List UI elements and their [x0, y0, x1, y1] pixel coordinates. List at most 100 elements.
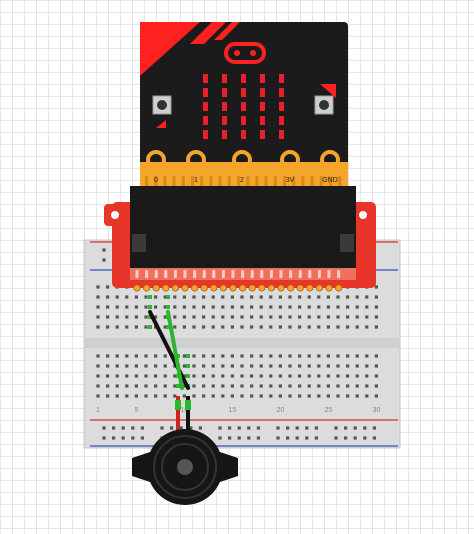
rail-hole[interactable]	[247, 436, 251, 440]
breadboard-hole[interactable]	[240, 315, 244, 319]
rail-hole[interactable]	[372, 436, 376, 440]
breadboard-hole[interactable]	[221, 374, 225, 378]
breadboard-hole[interactable]	[346, 374, 350, 378]
breadboard-hole[interactable]	[96, 315, 100, 319]
breadboard-hole[interactable]	[336, 305, 340, 309]
breadboard-hole[interactable]	[355, 305, 359, 309]
breadboard-hole[interactable]	[355, 384, 359, 388]
breadboard-hole[interactable]	[144, 394, 148, 398]
rail-hole[interactable]	[353, 426, 357, 430]
rail-hole[interactable]	[372, 426, 376, 430]
rail-hole[interactable]	[189, 426, 193, 430]
breadboard-hole[interactable]	[202, 295, 206, 299]
breadboard-hole[interactable]	[365, 315, 369, 319]
breakout-pin[interactable]	[239, 284, 247, 292]
rail-hole[interactable]	[305, 426, 309, 430]
breadboard-hole[interactable]	[211, 394, 215, 398]
breadboard-hole[interactable]	[144, 374, 148, 378]
breakout-pin[interactable]	[191, 284, 199, 292]
breadboard-hole[interactable]	[365, 364, 369, 368]
breadboard-hole[interactable]	[374, 315, 378, 319]
rail-hole[interactable]	[363, 426, 367, 430]
breadboard-hole[interactable]	[144, 325, 148, 329]
breadboard-hole[interactable]	[182, 394, 186, 398]
breadboard-hole[interactable]	[250, 354, 254, 358]
breadboard-hole[interactable]	[278, 315, 282, 319]
rail-hole[interactable]	[334, 436, 338, 440]
breadboard-hole[interactable]	[346, 384, 350, 388]
rail-hole[interactable]	[179, 426, 183, 430]
breadboard-hole[interactable]	[326, 364, 330, 368]
breadboard-hole[interactable]	[96, 305, 100, 309]
breadboard-hole[interactable]	[134, 384, 138, 388]
breadboard-hole[interactable]	[163, 374, 167, 378]
breadboard-hole[interactable]	[326, 325, 330, 329]
breadboard-hole[interactable]	[250, 384, 254, 388]
breadboard-hole[interactable]	[240, 364, 244, 368]
breadboard-hole[interactable]	[326, 305, 330, 309]
breadboard-hole[interactable]	[106, 364, 110, 368]
rail-hole[interactable]	[237, 436, 241, 440]
breakout-pin[interactable]	[219, 284, 227, 292]
rail-hole[interactable]	[353, 436, 357, 440]
breadboard-hole[interactable]	[211, 374, 215, 378]
breadboard-hole[interactable]	[317, 325, 321, 329]
breadboard-hole[interactable]	[192, 295, 196, 299]
breadboard-hole[interactable]	[192, 374, 196, 378]
rail-hole[interactable]	[140, 436, 144, 440]
breakout-pin[interactable]	[325, 284, 333, 292]
breadboard-hole[interactable]	[288, 394, 292, 398]
breadboard-hole[interactable]	[374, 285, 378, 289]
rail-hole[interactable]	[237, 426, 241, 430]
rail-hole[interactable]	[160, 426, 164, 430]
breadboard-hole[interactable]	[374, 354, 378, 358]
breakout-pin[interactable]	[277, 284, 285, 292]
breadboard-hole[interactable]	[317, 384, 321, 388]
breadboard-hole[interactable]	[134, 354, 138, 358]
breadboard-hole[interactable]	[298, 354, 302, 358]
breakout-pin[interactable]	[334, 284, 343, 292]
breadboard-hole[interactable]	[134, 364, 138, 368]
breadboard-hole[interactable]	[288, 364, 292, 368]
breadboard-hole[interactable]	[154, 384, 158, 388]
breakout-pin[interactable]	[296, 284, 304, 292]
breadboard-hole[interactable]	[326, 394, 330, 398]
breadboard-hole[interactable]	[96, 325, 100, 329]
breadboard-hole[interactable]	[221, 384, 225, 388]
rail-hole[interactable]	[102, 436, 106, 440]
green-wire[interactable]	[166, 310, 184, 390]
breadboard-hole[interactable]	[202, 374, 206, 378]
breadboard-hole[interactable]	[134, 305, 138, 309]
rail-hole[interactable]	[344, 426, 348, 430]
breadboard-hole[interactable]	[230, 305, 234, 309]
breadboard-hole[interactable]	[125, 295, 129, 299]
breadboard-hole[interactable]	[211, 315, 215, 319]
breadboard-hole[interactable]	[125, 354, 129, 358]
breakout-pin[interactable]	[210, 284, 218, 292]
breadboard-hole[interactable]	[173, 374, 177, 378]
breadboard-hole[interactable]	[192, 315, 196, 319]
rail-hole[interactable]	[102, 426, 106, 430]
breadboard-hole[interactable]	[269, 354, 273, 358]
rail-hole[interactable]	[102, 248, 106, 252]
breadboard-hole[interactable]	[182, 325, 186, 329]
breadboard-hole[interactable]	[374, 384, 378, 388]
breadboard-hole[interactable]	[346, 394, 350, 398]
breadboard-hole[interactable]	[336, 384, 340, 388]
breadboard-hole[interactable]	[355, 354, 359, 358]
breadboard-hole[interactable]	[192, 394, 196, 398]
breadboard-hole[interactable]	[106, 374, 110, 378]
rail-hole[interactable]	[344, 436, 348, 440]
breadboard-hole[interactable]	[230, 295, 234, 299]
breadboard-hole[interactable]	[355, 295, 359, 299]
breadboard-hole[interactable]	[106, 285, 110, 289]
rail-hole[interactable]	[112, 426, 116, 430]
rail-hole[interactable]	[256, 436, 260, 440]
breakout-pin[interactable]	[181, 284, 189, 292]
breadboard-hole[interactable]	[221, 325, 225, 329]
breadboard-hole[interactable]	[125, 325, 129, 329]
breadboard-hole[interactable]	[240, 295, 244, 299]
breadboard-hole[interactable]	[278, 325, 282, 329]
breadboard-hole[interactable]	[192, 384, 196, 388]
breadboard-hole[interactable]	[365, 295, 369, 299]
